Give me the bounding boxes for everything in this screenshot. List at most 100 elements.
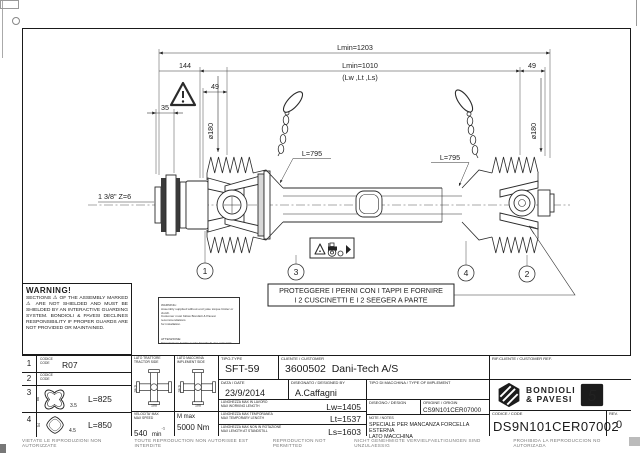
callout-1-number: 1 [203,266,208,276]
callout-4-number: 4 [464,268,469,278]
brand-code-block: RIF.CLIENTE / CUSTOMER REF. BONDIOLI & P… [490,356,631,436]
designer-label: DISEGNATO / DESIGNED BY [291,380,345,385]
brand-square-icon: 5 [580,383,603,407]
code-cell: CODICE / CODE DS9N101CER07002 [490,410,619,436]
customer-ref-label: RIF.CLIENTE / CUSTOMER REF. [492,356,552,361]
callout-balloons [196,231,536,283]
corner-registration-box [0,0,19,9]
customer-cell: CLIENTE / CUSTOMER 3600502 Dani-Tech A/S [279,356,490,379]
parts-row-1: 1 CODICE CODE R07 [22,356,132,372]
footer-text-de: NICHT GENEHMIGTE VERVIELFAELTIGUNGEN SIN… [354,438,481,448]
length-standstill-label-en: MAX LENGTH AT STANDSTILL [221,428,268,433]
code-label: CODICE CODE [38,373,68,385]
spline-size-label: 1 3/8" Z=6 [98,192,131,201]
length-temporary-label-it: LUNGHEZZA MAX TEMPORANEA [221,412,273,417]
length-temporary-label-en: MAX TEMPORARY LENGTH [221,416,265,421]
footer-text-it: VIETATE LE RIPRODUZIONI NON AUTORIZZATE [22,438,102,448]
journal-pin-dim: 34.9 [178,385,182,392]
code-value: DS9N101CER07002 [493,418,619,434]
left-safety-chain [277,91,304,157]
tractor-side-joint [185,170,271,240]
brand-name-line2: & PAVESI [526,394,573,404]
cross-journal-icon: 34.9 106 [134,369,172,407]
shaft-geometry [154,81,555,259]
designer-value: A.Caffagni [295,387,337,398]
warning-block: WARNING! SECTIONS ⚠ OF THE ASSEMBLY MARK… [22,283,132,355]
tractor-side-hub [154,174,187,236]
dim-lmin-inner-sub: (Lw ,Lt ,Ls) [342,73,378,82]
cross-journal-icon: 34.9 106 [178,369,216,407]
tractor-icon [327,242,344,257]
callout-2 [518,265,536,283]
callout-3 [287,263,305,281]
warning-body: SECTIONS ⚠ OF THE ASSEMBLY MARKED ⚠ ARE … [26,296,128,331]
parts-row-2: 2 CODICE CODE [22,372,132,386]
max-speed-value: 540 [134,428,148,438]
dim-49-right: 49 [528,61,536,70]
tractor-side-pictogram [309,237,355,259]
journal-width-dim: 106 [151,403,157,407]
warning-title: WARNING! [26,286,72,295]
dim-dia180-right: ø180 [529,123,538,139]
rev-value: 0 [615,418,623,431]
outer-tube-profile-icon [44,389,65,410]
yoke-code-value: R07 [62,360,78,370]
footer-text-fr: TOUTE REPRODUCTION NON AUTORISEE EST INT… [134,438,249,448]
max-torque-cell: M max 5000 Nm [175,411,219,436]
dim-l795-left: L=795 [302,149,322,158]
implement-type-value [367,386,490,388]
customer-ref-value [490,362,631,364]
corner-tick-top-right [636,0,637,26]
punch-hole [12,17,20,25]
title-main: TIPO-TYPE SFT-59 CLIENTE / CUSTOMER 3600… [219,356,490,440]
length-working-label-it: LUNGHEZZA MAX IN LAVORO [221,400,268,404]
part-number: 3 [22,386,37,413]
callout-numbers: 1 3 4 2 [203,266,530,279]
implement-side-joint [499,180,555,230]
code-label-it: CODICE [40,357,53,361]
tube-profile-window [355,190,383,218]
max-torque-value: 5000 Nm [177,423,210,432]
notes-line2: LATO MACCHINA [369,434,413,441]
type-cell: TIPO-TYPE SFT-59 [219,356,279,379]
protect-note: PROTEGGERE I PERNI CON I TAPPI E FORNIRE… [267,225,576,307]
parts-row-4: 4 54 4.5 L=850 [22,412,132,437]
footer-text-en: REPRODUCTION NOT PERMITTED [272,438,326,448]
right-safety-chain [454,89,479,159]
callout-1 [196,262,214,280]
protect-note-line2: I 2 CUSCINETTI E I 2 SEEGER A PARTE [294,296,427,305]
customer-ref-cell: RIF.CLIENTE / CUSTOMER REF. [490,356,631,379]
tube-length: L=850 [88,420,112,430]
type-label: TIPO-TYPE [221,356,243,361]
date-cell: DATA / DATE 23/9/2014 [219,379,289,399]
corner-mark-bottom-left [0,444,6,453]
dim-lmin-inner: Lmin=1010 [342,61,378,70]
dim-49-left: 49 [211,82,219,91]
origin-cell: ORIGINE / ORIGIN CS9N101CER07000 [421,399,490,414]
implement-side-label-it: LATO MACCHINA [177,356,204,360]
corner-mark-bottom-right [629,437,640,446]
parts-table: 1 CODICE CODE R07 2 CODICE CODE 3 66 [22,356,132,437]
installation-note-en: WARNING: Assembly supplied without end y… [161,302,234,327]
part-number: 4 [22,413,37,437]
left-guard-bellows [206,156,284,254]
max-speed-unit-exp: -1 [161,425,166,431]
tube-outer-dim: 54 [37,422,42,428]
dimension-labels: Lmin=1203 Lmin=1010 (Lw ,Lt ,Ls) 144 49 … [98,43,538,201]
code-label: CODICE / CODE [492,411,523,416]
design-label: DISEGNO / DESIGN [369,400,407,405]
dim-35: 35 [161,103,169,112]
notes-line1: SPECIALE PER MANCANZA FORCELLA ESTERNA [369,421,470,434]
installation-notes-box: WARNING: Assembly supplied without end y… [158,297,240,344]
code-label-en: CODE [40,360,50,365]
code-label-en: CODE [40,376,50,381]
type-value: SFT-59 [225,362,260,375]
length-working-label-en: MAX WORKING LENGTH [221,403,260,408]
